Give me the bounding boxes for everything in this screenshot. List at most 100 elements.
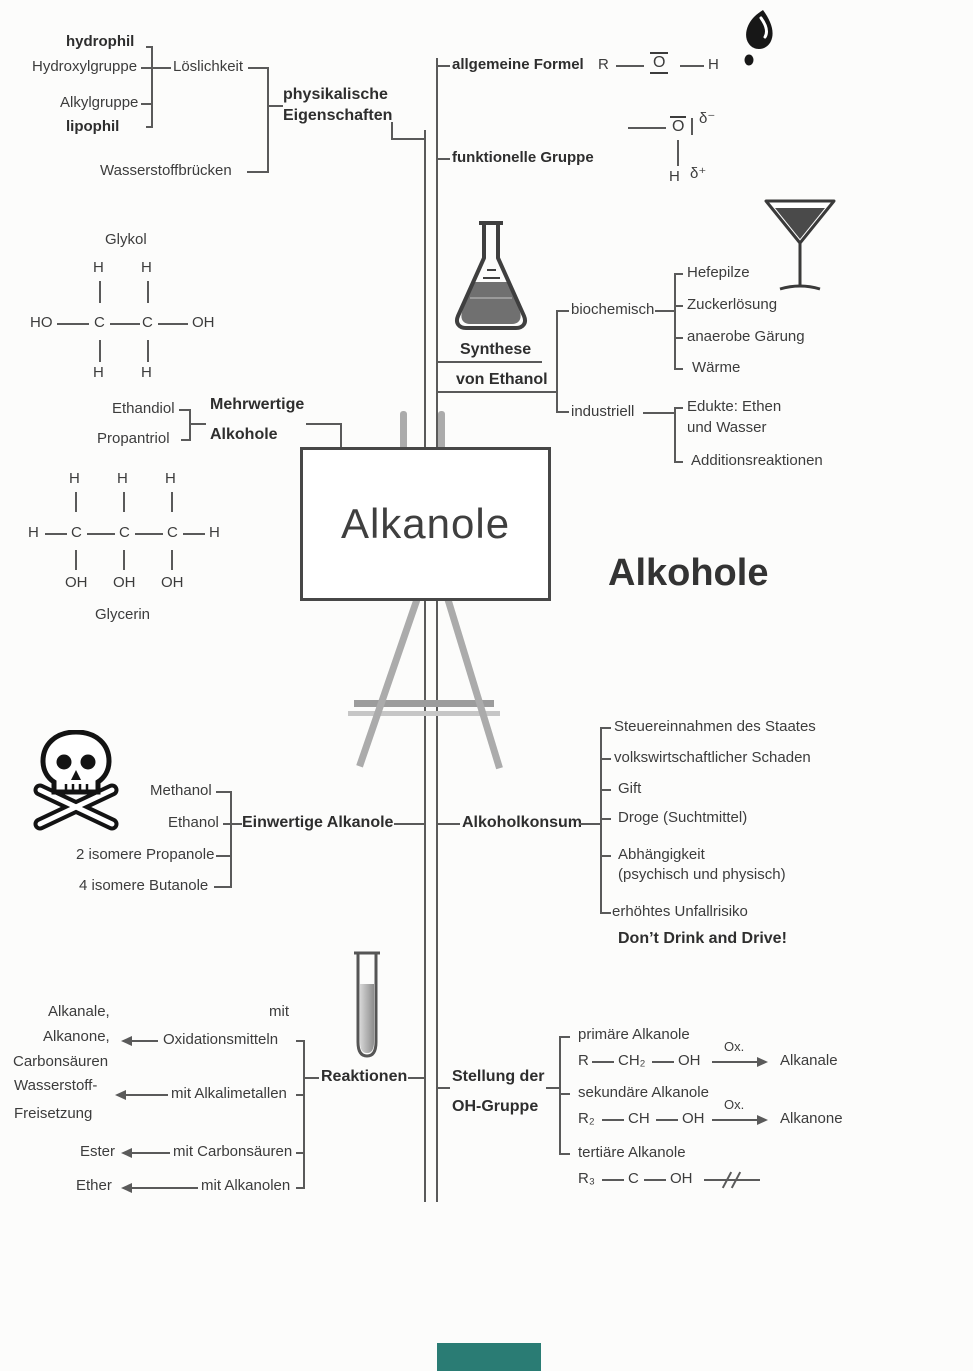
element	[455, 224, 527, 330]
node-und-wasser: und Wasser	[687, 419, 767, 436]
connector-line	[132, 1040, 158, 1042]
label-lipophil: lipophil	[66, 118, 120, 135]
node-freisetzung: Freisetzung	[14, 1105, 93, 1122]
connector-line	[643, 412, 675, 414]
connector-line	[189, 423, 206, 425]
node-propanole: 2 isomere Propanole	[76, 846, 215, 863]
connector-line	[132, 1187, 198, 1189]
node-wasserstoffbruecken: Wasserstoffbrücken	[100, 162, 232, 179]
delta-minus: δ⁻	[699, 110, 716, 127]
connector-line	[680, 65, 704, 67]
label-oh-gruppe: OH-Gruppe	[452, 1098, 539, 1115]
atom-h: H	[28, 524, 39, 541]
connector-line	[437, 361, 542, 363]
node-alkanone: Alkanone	[780, 1110, 843, 1127]
connector-line	[214, 886, 231, 888]
page-heading: Alkohole	[608, 552, 769, 594]
connector-line	[438, 1087, 450, 1089]
connector-line	[306, 423, 342, 425]
atom-c: C	[119, 524, 130, 541]
element	[71, 770, 81, 780]
connector-line	[602, 1119, 624, 1121]
element	[40, 730, 112, 795]
connector-line	[123, 492, 125, 512]
node-carbonsaeuren-prod: Carbonsäuren	[13, 1053, 109, 1070]
connector-line	[99, 340, 101, 362]
atom-h: H	[117, 470, 128, 487]
element	[356, 954, 378, 1058]
node-hefepilze: Hefepilze	[687, 264, 750, 281]
label-physikalische: physikalische	[283, 86, 388, 103]
connector-line	[126, 1094, 168, 1096]
node-zuckerloesung: Zuckerlösung	[687, 296, 778, 313]
footer-bar	[437, 1343, 541, 1371]
node-abhaengigkeit: Abhängigkeit	[618, 846, 705, 863]
connector-line	[267, 67, 269, 173]
atom-c: C	[71, 524, 82, 541]
connector-line	[712, 1119, 758, 1121]
connector-line	[391, 122, 393, 140]
connector-line	[216, 855, 231, 857]
connector-line	[712, 1061, 758, 1063]
connector-line	[296, 1094, 304, 1096]
connector-line	[600, 727, 602, 914]
element	[759, 16, 768, 39]
node-steuereinnahmen: Steuereinnahmen des Staates	[614, 718, 816, 735]
atom-h: H	[141, 364, 152, 381]
atom-oh: OH	[678, 1052, 701, 1069]
atom-ho: HO	[30, 314, 53, 331]
atom-c: C	[94, 314, 105, 331]
connector-line	[147, 340, 149, 362]
connector-line	[75, 550, 77, 570]
connector-line	[559, 1036, 570, 1038]
node-oxidationsmitteln: Oxidationsmitteln	[163, 1031, 279, 1048]
connector-line	[296, 1187, 304, 1189]
connector-line	[296, 1152, 304, 1154]
connector-line	[616, 65, 644, 67]
connector-line	[656, 1119, 678, 1121]
connector-line	[674, 368, 683, 370]
element	[461, 282, 521, 324]
connector-line	[146, 46, 153, 48]
connector-line	[652, 1061, 674, 1063]
element	[775, 208, 825, 239]
atom-r: R	[598, 56, 609, 73]
atom-h: H	[669, 168, 680, 185]
connector-line	[628, 127, 666, 129]
label-einwertige-alkanole: Einwertige Alkanole	[242, 814, 394, 831]
erlenmeyer-flask-icon	[455, 221, 527, 330]
group-ch2: CH₂	[618, 1052, 646, 1069]
skull-crossbones-icon	[33, 730, 119, 831]
atom-o: O	[670, 116, 687, 135]
node-wasserstoff: Wasserstoff-	[14, 1077, 98, 1094]
connector-line	[147, 281, 149, 303]
node-edukte-ethen: Edukte: Ethen	[687, 398, 782, 415]
node-mit-carbonsaeuren: mit Carbonsäuren	[173, 1143, 293, 1160]
connector-line	[304, 1077, 319, 1079]
atom-h: H	[93, 364, 104, 381]
atom-h: H	[708, 56, 719, 73]
connector-line	[437, 158, 450, 160]
node-volkswirtschaftlicher-schaden: volkswirtschaftlicher Schaden	[614, 749, 811, 766]
node-hydroxylgruppe: Hydroxylgruppe	[32, 58, 138, 75]
node-alkanale: Alkanale	[780, 1052, 838, 1069]
connector-line	[340, 423, 342, 449]
element	[56, 754, 72, 770]
node-alkanale-prod: Alkanale,	[48, 1003, 110, 1020]
atom-oh: OH	[682, 1110, 705, 1127]
connector-line	[248, 67, 269, 69]
arrowhead	[757, 1057, 768, 1067]
node-alkanone-prod: Alkanone,	[43, 1028, 110, 1045]
connector-line	[267, 105, 283, 107]
connector-line	[655, 310, 675, 312]
atom-r: R	[578, 1052, 589, 1069]
easel-left-leg	[356, 596, 421, 768]
connector-line	[141, 103, 152, 105]
connector-line	[691, 118, 693, 135]
atom-h: H	[165, 470, 176, 487]
connector-line	[296, 1040, 304, 1042]
element	[64, 784, 89, 792]
connector-line	[674, 273, 676, 370]
node-mit-alkalimetallen: mit Alkalimetallen	[171, 1085, 287, 1102]
atom-h: H	[141, 259, 152, 276]
